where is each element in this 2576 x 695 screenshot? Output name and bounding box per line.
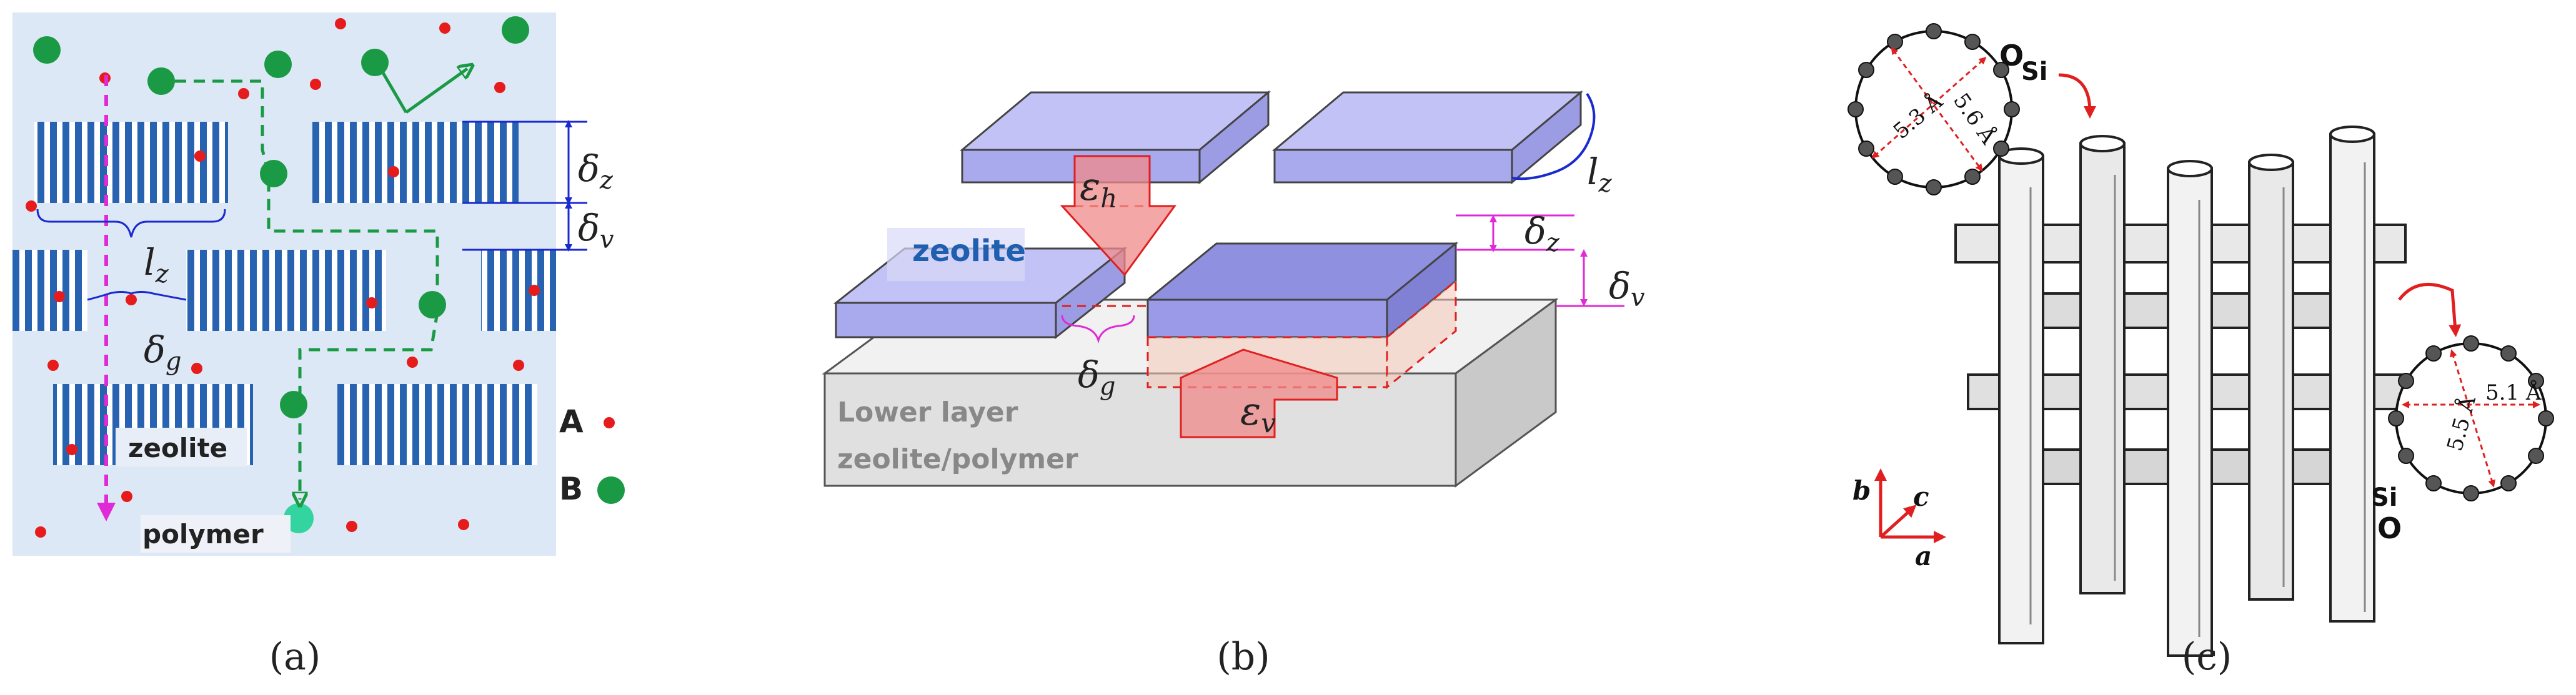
legend-label-b: B [559, 471, 583, 507]
molecule-a [494, 82, 505, 93]
molecule-b [502, 16, 529, 44]
molecule-a [458, 519, 469, 530]
molecule-a [26, 200, 37, 212]
molecule-a [238, 88, 249, 99]
axis-b-label: b [1852, 475, 1871, 506]
molecule-b [419, 291, 446, 318]
molecule-a [366, 297, 377, 308]
epsilon-h-label: εh [1080, 164, 1117, 214]
ring-bottom: 5.1 Å 5.5 Å [2388, 335, 2554, 501]
epsilon-v-label: εv [1240, 388, 1276, 438]
o-top-label: O [1999, 39, 2024, 72]
lower-layer-line2: zeolite/polymer [837, 443, 1078, 475]
ring-top-pointer [2058, 73, 2096, 119]
channel-structure [1954, 126, 2407, 657]
molecule-a [388, 166, 399, 177]
delta-g-label-a: δg [144, 328, 182, 376]
epsilon-h-arrow [1060, 155, 1176, 277]
platelet-top-right [1271, 90, 1584, 185]
molecule-b [264, 51, 292, 78]
molecule-a [35, 526, 46, 538]
zeolite-label-b-bg [887, 228, 1025, 281]
caption-b: (b) [1216, 635, 1270, 679]
molecule-a [194, 150, 206, 162]
molecule-a [310, 79, 321, 90]
si-bottom-label: Si [2371, 483, 2398, 512]
dim-51-label: 5.1 Å [2485, 380, 2542, 405]
caption-a: (a) [269, 635, 321, 679]
delta-v-label-b: δv [1609, 265, 1645, 312]
epsilon-v-arrow [1180, 348, 1338, 438]
polymer-label-a: polymer [142, 519, 264, 550]
legend-swatch-b [597, 476, 625, 504]
ring-top: 5.3 Å 5.6 Å [1847, 23, 2020, 195]
molecule-b [361, 49, 389, 76]
molecule-a [439, 22, 450, 34]
delta-z-label-a: δz [578, 147, 614, 195]
zeolite-platelet [34, 122, 228, 203]
molecule-b [147, 67, 175, 95]
crystal-axes [1874, 468, 1946, 543]
molecule-a [54, 291, 65, 302]
legend-label-a: A [559, 403, 584, 440]
lz-brace-b [1511, 92, 1596, 180]
path-arrow-green [175, 79, 439, 500]
legend-a: A B [559, 403, 625, 507]
ring-atoms-bottom [2388, 335, 2554, 501]
molecule-a [121, 491, 132, 502]
axis-a-label: a [1915, 541, 1932, 571]
zeolite-platelet [12, 250, 87, 331]
panel-a: δz δv lz δg zeolite polymer A B (a) [12, 12, 625, 679]
caption-c: (c) [2182, 635, 2232, 679]
ring-bottom-pointer [2398, 282, 2462, 337]
molecule-a [191, 363, 202, 374]
delta-v-label-a: δv [578, 207, 614, 254]
lz-label-a: lz [144, 241, 169, 288]
axis-c-label: c [1913, 481, 1929, 512]
zeolite-platelet [337, 384, 537, 465]
o-bottom-label: O [2377, 511, 2402, 545]
zeolite-label-b: zeolite [912, 234, 1026, 269]
zeolite-platelet [312, 122, 519, 203]
panel-b-dimensions [1061, 214, 1624, 344]
deflection-arrows [378, 67, 467, 114]
zeolite-platelet [481, 250, 556, 331]
panel-b: εh εv zeolite Lower layer zeolite/polyme… [822, 90, 1645, 679]
zeolite-label-a: zeolite [128, 433, 227, 463]
panel-c: 5.3 Å 5.6 Å O Si 5.1 Å 5.5 Å Si O [1847, 23, 2554, 679]
panel-a-dimensions [36, 120, 587, 301]
polymer-label-bg [141, 515, 291, 553]
molecule-b-exiting [284, 503, 314, 533]
zeolite-platelets-a [12, 122, 556, 465]
molecule-b [33, 36, 61, 64]
molecule-a [126, 294, 137, 305]
molecule-a [407, 357, 418, 368]
molecule-a [529, 285, 540, 296]
molecule-a [513, 360, 524, 371]
molecule-a [66, 444, 77, 455]
delta-g-label-b: δg [1078, 353, 1116, 401]
molecule-a [335, 18, 346, 29]
molecule-a [47, 360, 59, 371]
molecule-b [280, 391, 307, 418]
molecule-b [260, 160, 287, 187]
delta-z-label-b: δz [1524, 210, 1560, 257]
zeolite-label-bg [116, 428, 247, 466]
molecule-a [346, 521, 357, 532]
lower-layer-line1: Lower layer [837, 397, 1018, 428]
si-top-label: Si [2021, 57, 2048, 86]
legend-swatch-a [604, 417, 615, 428]
platelet-right [1145, 241, 1459, 340]
lz-label-b: lz [1587, 150, 1613, 198]
base-side [1455, 298, 1557, 488]
zeolite-platelet [186, 250, 386, 331]
